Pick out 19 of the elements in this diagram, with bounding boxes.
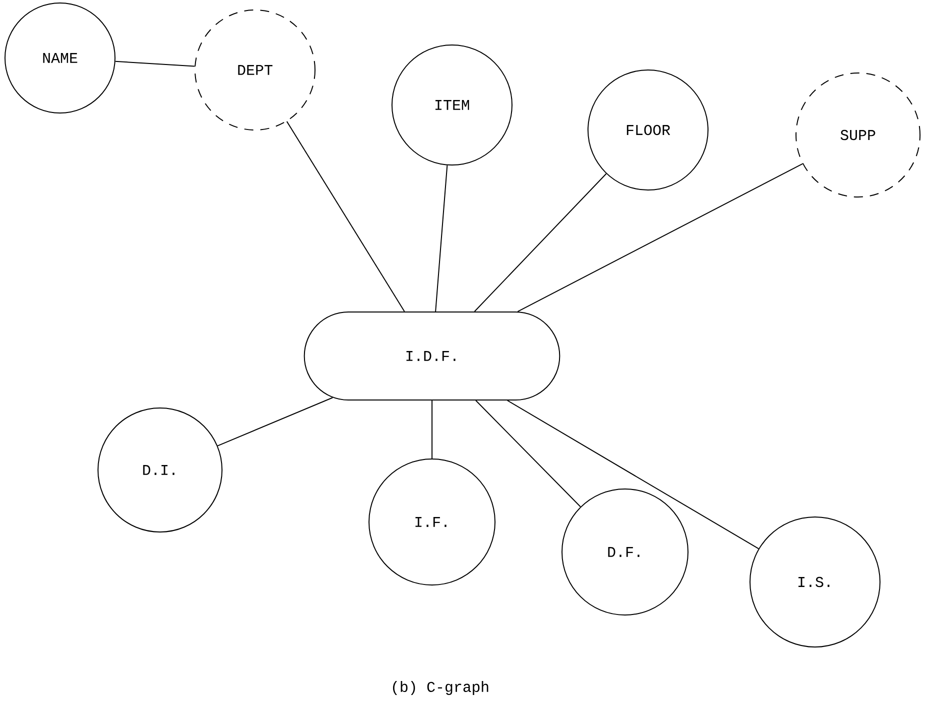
circle-node: I.S. (750, 516, 880, 648)
circle-node: ITEM (392, 44, 512, 166)
rounded-node: I.D.F. (304, 312, 560, 400)
connector-line (506, 400, 760, 550)
connector-line (286, 120, 405, 312)
circle-node: SUPP (796, 72, 920, 198)
circle-node: NAME (4, 2, 116, 114)
caption: (b) C-graph (393, 681, 488, 695)
circle-node: FLOOR (588, 70, 708, 190)
connector-line (517, 163, 804, 312)
circle-node: D.F. (562, 488, 688, 616)
circle-node: DEPT (194, 10, 316, 130)
circle-node: I.F. (368, 458, 496, 586)
connector-line (114, 60, 196, 67)
connector-line (217, 397, 334, 446)
connector-line (475, 400, 581, 508)
connector-line (435, 164, 448, 312)
connector-line (474, 173, 607, 312)
circle-node: D.I. (98, 408, 222, 532)
